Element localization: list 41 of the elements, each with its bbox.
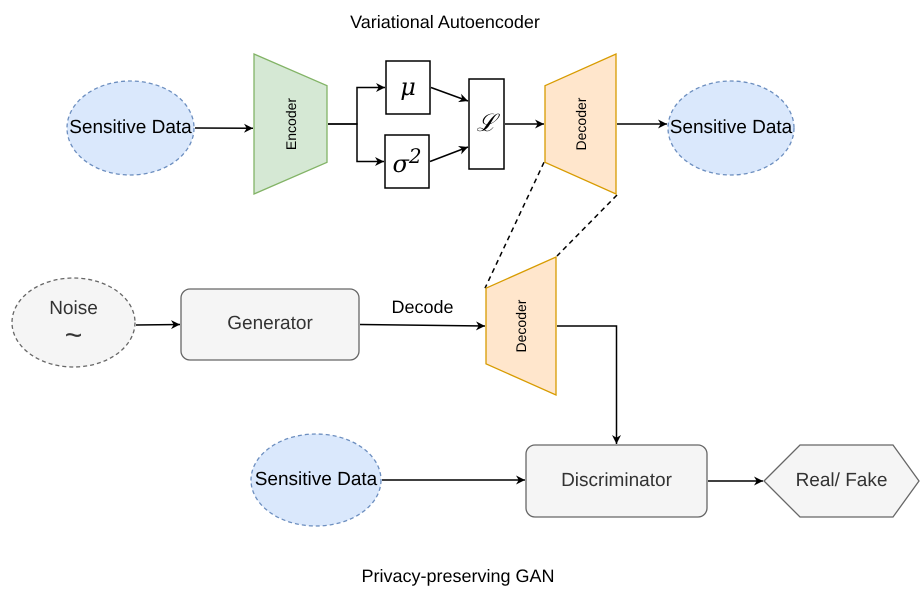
connector-line	[556, 194, 618, 257]
block-label: Encoder	[282, 98, 298, 150]
node-label: Sensitive Data	[254, 468, 378, 492]
process-box	[525, 444, 708, 518]
arrow	[557, 325, 621, 444]
symbol-box	[384, 134, 430, 189]
encoder-trapezoid	[253, 53, 328, 195]
arrow	[382, 475, 525, 484]
node-label: Sensitive Data	[670, 116, 792, 140]
node-label: Discriminator	[561, 468, 672, 493]
arrow	[505, 120, 544, 128]
block-label: Decoder	[572, 98, 588, 150]
diagram-title: Variational Autoencoder	[350, 12, 540, 33]
ellipse-node	[11, 277, 136, 368]
arrow	[195, 124, 253, 133]
node-label: Noise	[49, 296, 98, 321]
ellipse-node	[667, 80, 795, 176]
process-box	[180, 288, 360, 361]
decoder-trapezoid	[485, 256, 557, 396]
diagram-caption: Privacy-preserving GAN	[361, 566, 555, 587]
decoder-trapezoid	[544, 53, 617, 195]
symbol-box	[468, 78, 505, 170]
arrow	[328, 123, 384, 166]
arrow	[708, 476, 763, 486]
arrow	[430, 146, 468, 162]
arrow	[136, 320, 180, 330]
arrow	[360, 321, 486, 330]
connector-line	[484, 162, 545, 289]
arrow	[430, 86, 468, 102]
symbol-label: μ	[400, 72, 416, 103]
ellipse-node	[66, 80, 195, 176]
tilde-symbol: ~	[64, 322, 82, 350]
block-label: Decoder	[513, 300, 529, 352]
ellipse-node	[250, 433, 382, 527]
node-label: Sensitive Data	[69, 116, 192, 140]
output-hexagon	[763, 444, 920, 518]
symbol-box	[385, 60, 431, 115]
symbol-label: σ$^{2}$	[392, 142, 422, 180]
node-label: Generator	[227, 312, 313, 336]
node-label: Real/ Fake	[796, 468, 888, 493]
arrow	[617, 119, 667, 128]
